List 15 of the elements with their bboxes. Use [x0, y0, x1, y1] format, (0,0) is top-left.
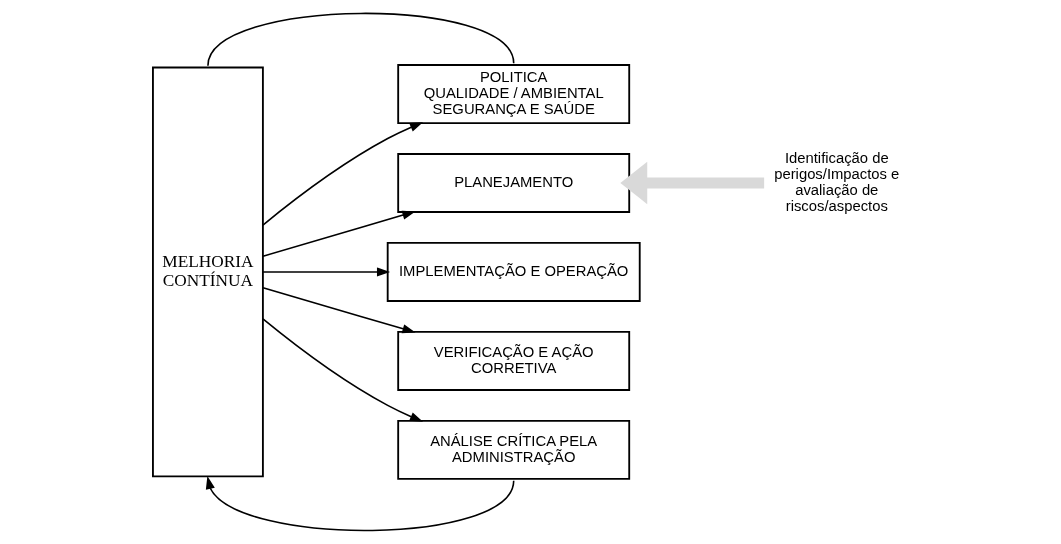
- node-box: MELHORIA CONTÍNUA: [151, 66, 264, 478]
- node-box: VERIFICAÇÃO E AÇÃO CORRETIVA: [396, 330, 630, 391]
- arrow: [261, 122, 423, 226]
- connector: [206, 12, 514, 67]
- node-box: PLANEJAMENTO: [396, 153, 630, 213]
- arrow: [261, 267, 390, 277]
- arrow: [261, 210, 415, 257]
- node-box: IMPLEMENTAÇÃO E OPERAÇÃO: [386, 242, 641, 302]
- node-box: POLITICA QUALIDADE / AMBIENTAL SEGURANÇA E SAÚDE: [396, 64, 630, 124]
- arrow: [205, 475, 514, 532]
- arrow: [619, 161, 764, 205]
- arrow: [261, 318, 423, 422]
- arrow: [261, 286, 415, 334]
- node-box: ANÁLISE CRÍTICA PELA ADMINISTRAÇÃO: [396, 419, 630, 480]
- node-text: Identificação de perigos/Impactos e avaliação de riscos/aspectos: [773, 149, 899, 214]
